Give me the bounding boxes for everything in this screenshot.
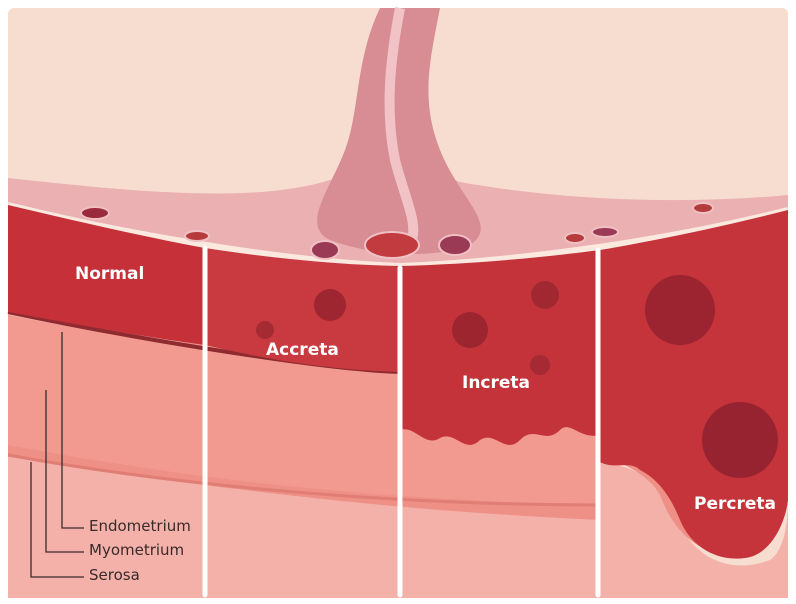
tissue-clot <box>314 289 346 321</box>
vessel <box>185 231 209 241</box>
label-serosa: Serosa <box>89 566 140 584</box>
label-myometrium: Myometrium <box>89 541 184 559</box>
vessel <box>439 235 471 255</box>
tissue-clot <box>530 355 550 375</box>
tissue-clot <box>702 402 778 478</box>
tissue-clot <box>452 312 488 348</box>
decidua-increta <box>400 250 600 445</box>
label-percreta: Percreta <box>694 494 776 514</box>
vessel <box>693 203 713 213</box>
label-increta: Increta <box>462 373 530 393</box>
vessel <box>565 233 585 243</box>
vessel <box>592 227 618 237</box>
vessel <box>81 207 109 219</box>
label-normal: Normal <box>75 264 144 284</box>
label-accreta: Accreta <box>266 340 339 360</box>
tissue-clot <box>531 281 559 309</box>
tissue-clot <box>645 275 715 345</box>
vessel <box>365 232 419 258</box>
tissue-clot <box>256 321 274 339</box>
label-endometrium: Endometrium <box>89 517 191 535</box>
vessel <box>311 241 339 259</box>
